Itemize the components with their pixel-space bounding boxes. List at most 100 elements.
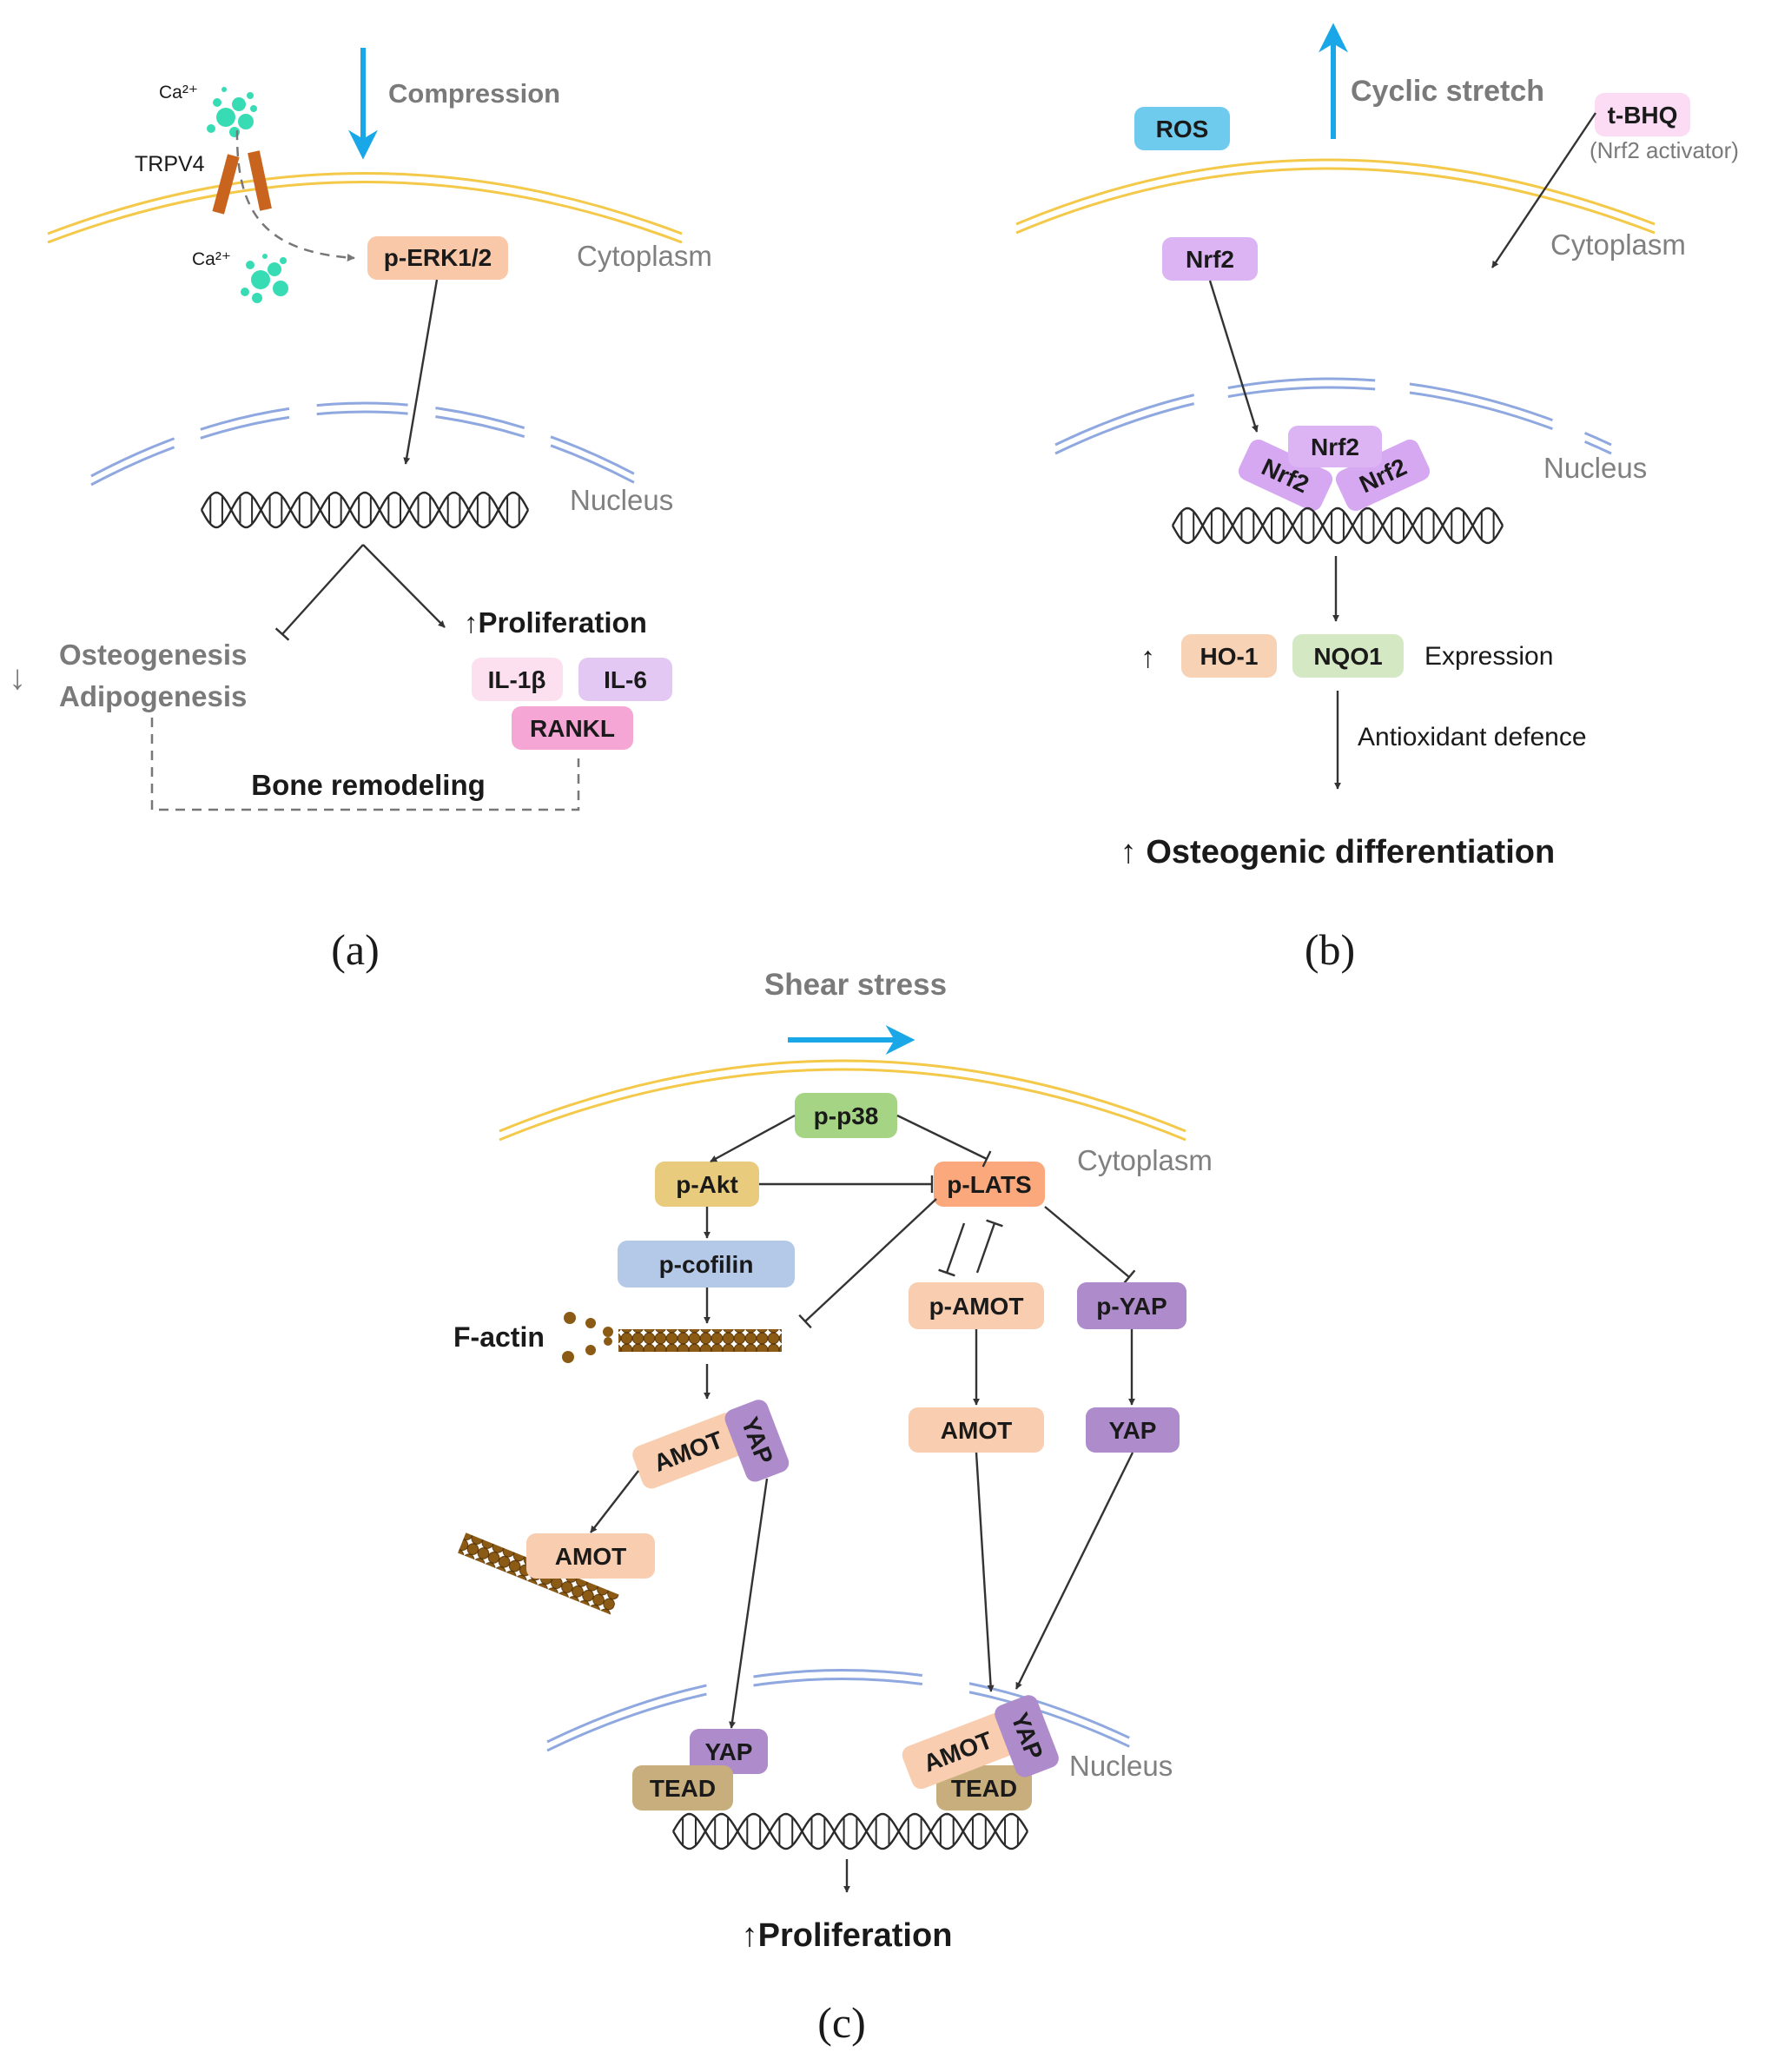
svg-text:YAP: YAP [1108,1417,1156,1444]
calcium-ions-extracellular [207,87,257,137]
down-arrow-a: ↓ [9,659,26,697]
svg-text:IL-6: IL-6 [604,666,647,693]
nucleus-label-b: Nucleus [1543,452,1647,484]
complex-to-amot [590,1470,639,1533]
svg-text:AMOT: AMOT [941,1417,1012,1444]
nrf2-translocation-arrow [1208,280,1259,433]
nucleus-label-a: Nucleus [570,484,673,516]
lats-to-pyap [1044,1206,1136,1285]
yap-node: YAP [1086,1407,1180,1453]
p-erk-node: p-ERK1/2 [367,236,508,280]
p-lats-node: p-LATS [934,1162,1045,1207]
svg-text:NQO1: NQO1 [1313,643,1382,670]
p38-to-akt [710,1114,796,1163]
svg-text:t-BHQ: t-BHQ [1608,102,1678,129]
svg-text:p-YAP: p-YAP [1096,1293,1167,1320]
calcium-ions-intracellular [241,254,288,303]
svg-text:p-Akt: p-Akt [676,1171,738,1198]
svg-text:AMOT: AMOT [555,1543,626,1570]
amot-to-nucleus [975,1452,995,1692]
cytoplasm-label-c: Cytoplasm [1077,1144,1213,1176]
ho1-node: HO-1 [1181,634,1277,678]
erk-to-nucleus-arrow [403,279,439,465]
panel-a-compression-pathway: Compression Ca²⁺ Ca²⁺ TRPV4 p-ERK1/2 [9,48,712,974]
bone-remodeling-bracket [150,718,580,811]
yap-to-nucleus [729,1478,769,1729]
cell-membrane [499,1059,1186,1142]
dna-helix-b [1171,506,1504,545]
p-amot-node: p-AMOT [909,1282,1044,1329]
f-actin-label: F-actin [453,1321,545,1353]
il1b-node: IL-1β [472,658,563,701]
amot-yap-cytoplasmic-complex: AMOT YAP [632,1400,790,1489]
il6-node: IL-6 [578,658,672,701]
inhibit-branch [274,544,364,641]
cell-membrane [47,172,683,244]
svg-text:YAP: YAP [704,1738,752,1765]
amot-node: AMOT [909,1407,1044,1453]
calcium-label-top: Ca²⁺ [159,83,198,103]
tbhq-arrow [1491,112,1596,268]
caption-a: (a) [331,925,380,974]
dna-helix-a [200,491,530,529]
f-actin-filament-icon [562,1312,782,1363]
cytoplasm-label-a: Cytoplasm [577,240,712,272]
nqo1-node: NQO1 [1292,634,1404,678]
yap-tead-complex-left: YAP TEAD [632,1729,768,1811]
svg-text:TEAD: TEAD [951,1775,1017,1802]
bone-remodeling-label: Bone remodeling [251,769,486,801]
osteogenic-differentiation-label: ↑ Osteogenic differentiation [1120,834,1555,871]
proliferation-label-a: ↑Proliferation [464,606,647,639]
antioxidant-defence-label: Antioxidant defence [1358,723,1587,751]
lats-inhibits-factin [798,1198,937,1329]
expression-label: Expression [1424,642,1553,671]
svg-text:p-LATS: p-LATS [947,1171,1031,1198]
adipogenesis-label: Adipogenesis [59,680,247,712]
svg-text:TEAD: TEAD [650,1775,716,1802]
svg-text:IL-1β: IL-1β [488,666,546,693]
compression-label: Compression [388,78,560,109]
svg-text:p-ERK1/2: p-ERK1/2 [384,244,492,271]
cyclic-stretch-label: Cyclic stretch [1351,75,1544,108]
calcium-label-bottom: Ca²⁺ [192,249,231,269]
nuclear-envelope [546,1669,1139,1752]
calcium-influx-path [235,129,355,261]
p-yap-node: p-YAP [1077,1282,1186,1329]
nrf2-nuclear-cluster: Nrf2 Nrf2 Nrf2 [1238,426,1431,512]
cytoplasm-label-b: Cytoplasm [1550,228,1686,261]
tbhq-node: t-BHQ [1595,93,1690,136]
promote-branch [362,544,446,628]
svg-text:p-cofilin: p-cofilin [659,1251,754,1278]
proliferation-label-c: ↑Proliferation [742,1917,953,1954]
trpv4-label: TRPV4 [135,152,205,176]
lats-inhibits-pamot [938,1222,966,1277]
nuclear-envelope [1054,377,1612,455]
p-akt-node: p-Akt [655,1162,759,1207]
caption-b: (b) [1305,925,1355,974]
rankl-node: RANKL [512,706,633,750]
trpv4-channel-icon [212,150,272,215]
nrf2-cytoplasmic-node: Nrf2 [1162,237,1258,281]
shear-stress-label: Shear stress [764,968,947,1002]
svg-text:p-p38: p-p38 [814,1102,879,1129]
svg-text:Nrf2: Nrf2 [1186,246,1234,273]
svg-text:p-AMOT: p-AMOT [929,1293,1024,1320]
p-p38-node: p-p38 [795,1093,897,1138]
panel-b-cyclic-stretch-pathway: Cyclic stretch ROS t-BHQ (Nrf2 activator… [1015,23,1739,974]
svg-text:Nrf2: Nrf2 [1311,434,1359,460]
nuclear-envelope [90,401,639,487]
yap-to-nucleus-right [1015,1452,1134,1690]
amot-yap-tead-complex-right: TEAD AMOT YAP [902,1695,1059,1811]
p38-inhibits-lats [896,1114,992,1168]
panel-c-shear-stress-pathway: Shear stress Cytoplasm p-p38 p-Akt p-LAT… [453,968,1213,2047]
amot-actin-bound-node: AMOT [526,1533,655,1579]
nucleus-label-c: Nucleus [1069,1750,1173,1782]
tbhq-note: (Nrf2 activator) [1590,137,1739,163]
osteogenesis-label: Osteogenesis [59,639,247,671]
caption-c: (c) [817,1998,866,2047]
ros-node: ROS [1134,107,1230,150]
svg-text:RANKL: RANKL [530,715,615,742]
p-cofilin-node: p-cofilin [618,1241,795,1288]
svg-text:HO-1: HO-1 [1200,643,1259,670]
up-arrow-b: ↑ [1140,641,1155,674]
